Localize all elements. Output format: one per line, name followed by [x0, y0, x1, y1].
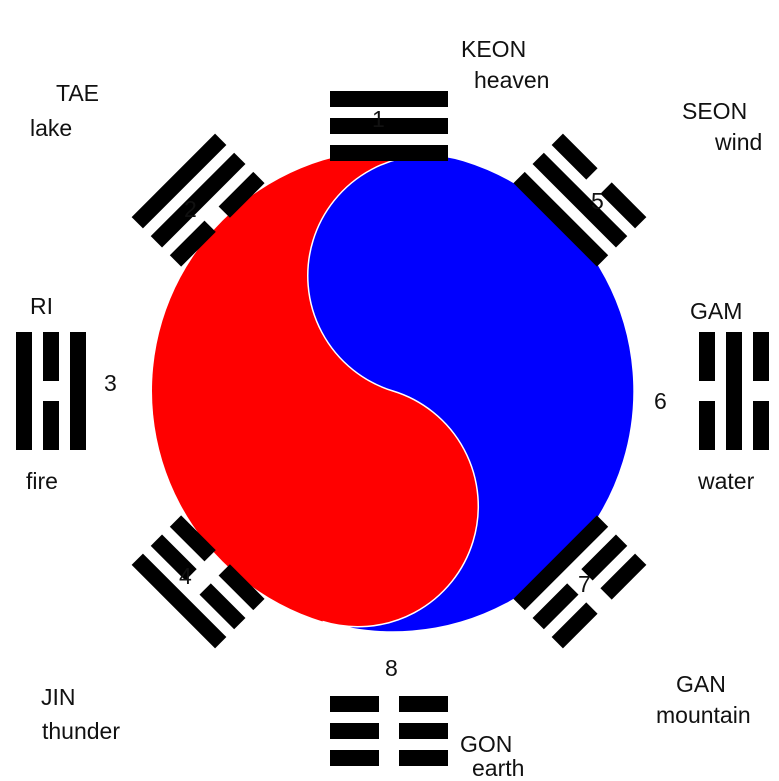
trigram-3-symbol — [16, 332, 86, 450]
trigram-3-meaning: fire — [26, 468, 58, 494]
trigram-2-line-2 — [150, 152, 246, 248]
trigram-2-line-1-part-1 — [218, 171, 265, 218]
trigram-4-line-1-part-2 — [218, 564, 265, 611]
taegeuk-symbol — [152, 150, 635, 633]
trigram-8-line-1-part-1 — [330, 696, 379, 712]
trigram-1-symbol — [330, 91, 448, 161]
trigram-7-line-3-part-1 — [551, 602, 598, 649]
trigram-4-meaning: thunder — [42, 718, 121, 744]
trigram-8-line-3-part-2 — [399, 750, 448, 766]
trigram-7-line-3-part-2 — [600, 553, 647, 600]
trigram-8-symbol — [330, 696, 448, 766]
trigram-6-line-3-part-1 — [753, 401, 769, 450]
trigram-6-symbol — [699, 332, 769, 450]
trigram-3-line-3 — [16, 332, 32, 450]
trigram-2-line-3 — [131, 133, 227, 229]
trigram-6-name: GAM — [690, 298, 743, 324]
trigram-bars — [16, 91, 769, 766]
trigram-6-line-2 — [726, 332, 742, 450]
trigram-8-line-2-part-1 — [330, 723, 379, 739]
trigram-4-number: 4 — [179, 563, 192, 589]
trigram-7-name: GAN — [676, 671, 726, 697]
trigram-5-meaning: wind — [715, 129, 763, 155]
trigram-5-name: SEON — [682, 98, 748, 124]
trigram-8-line-1-part-2 — [399, 696, 448, 712]
trigram-4-line-1-part-1 — [169, 515, 216, 562]
trigram-7-number: 7 — [578, 571, 591, 597]
trigram-3-line-2-part-1 — [43, 332, 59, 381]
trigram-7-line-2-part-2 — [581, 534, 628, 581]
trigram-1-number: 1 — [372, 106, 385, 132]
trigram-8-name: GON — [460, 731, 513, 757]
trigram-6-line-3-part-2 — [753, 332, 769, 381]
trigram-4-symbol — [131, 515, 265, 649]
trigram-5-line-3-part-1 — [600, 182, 647, 229]
trigram-7-line-1 — [513, 515, 609, 611]
trigram-3-line-2-part-2 — [43, 401, 59, 450]
trigram-5-line-1 — [513, 171, 609, 267]
trigram-2-line-1-part-2 — [169, 220, 216, 267]
trigram-4-line-3 — [131, 553, 227, 649]
trigram-7-line-2-part-1 — [532, 583, 579, 630]
trigram-2-meaning: lake — [30, 115, 73, 141]
trigram-6-line-1-part-2 — [699, 332, 715, 381]
trigram-3-number: 3 — [104, 370, 117, 396]
trigram-4-line-2-part-1 — [150, 534, 197, 581]
trigram-8-line-2-part-2 — [399, 723, 448, 739]
trigram-7-symbol — [513, 515, 647, 649]
trigram-8-line-3-part-1 — [330, 750, 379, 766]
trigram-1-name: KEON — [461, 36, 527, 62]
trigram-1-line-1 — [330, 145, 448, 161]
trigram-3-line-1 — [70, 332, 86, 450]
trigram-6-number: 6 — [654, 388, 667, 414]
trigram-5-line-2 — [532, 152, 628, 248]
trigram-4-name: JIN — [41, 684, 76, 710]
trigram-6-line-1-part-1 — [699, 401, 715, 450]
trigram-1-line-2 — [330, 118, 448, 134]
trigram-2-symbol — [131, 133, 265, 267]
trigram-2-number: 2 — [184, 196, 197, 222]
trigram-6-meaning: water — [698, 468, 755, 494]
trigram-3-name: RI — [30, 293, 53, 319]
trigram-5-symbol — [513, 133, 647, 267]
trigram-1-line-3 — [330, 91, 448, 107]
trigram-8-number: 8 — [385, 655, 398, 681]
trigram-7-meaning: mountain — [656, 702, 751, 728]
trigram-4-line-2-part-2 — [199, 583, 246, 630]
trigram-5-number: 5 — [591, 188, 604, 214]
trigram-8-meaning: earth — [472, 755, 525, 781]
trigram-5-line-3-part-2 — [551, 133, 598, 180]
trigram-1-meaning: heaven — [474, 67, 550, 93]
trigram-2-name: TAE — [56, 80, 100, 106]
